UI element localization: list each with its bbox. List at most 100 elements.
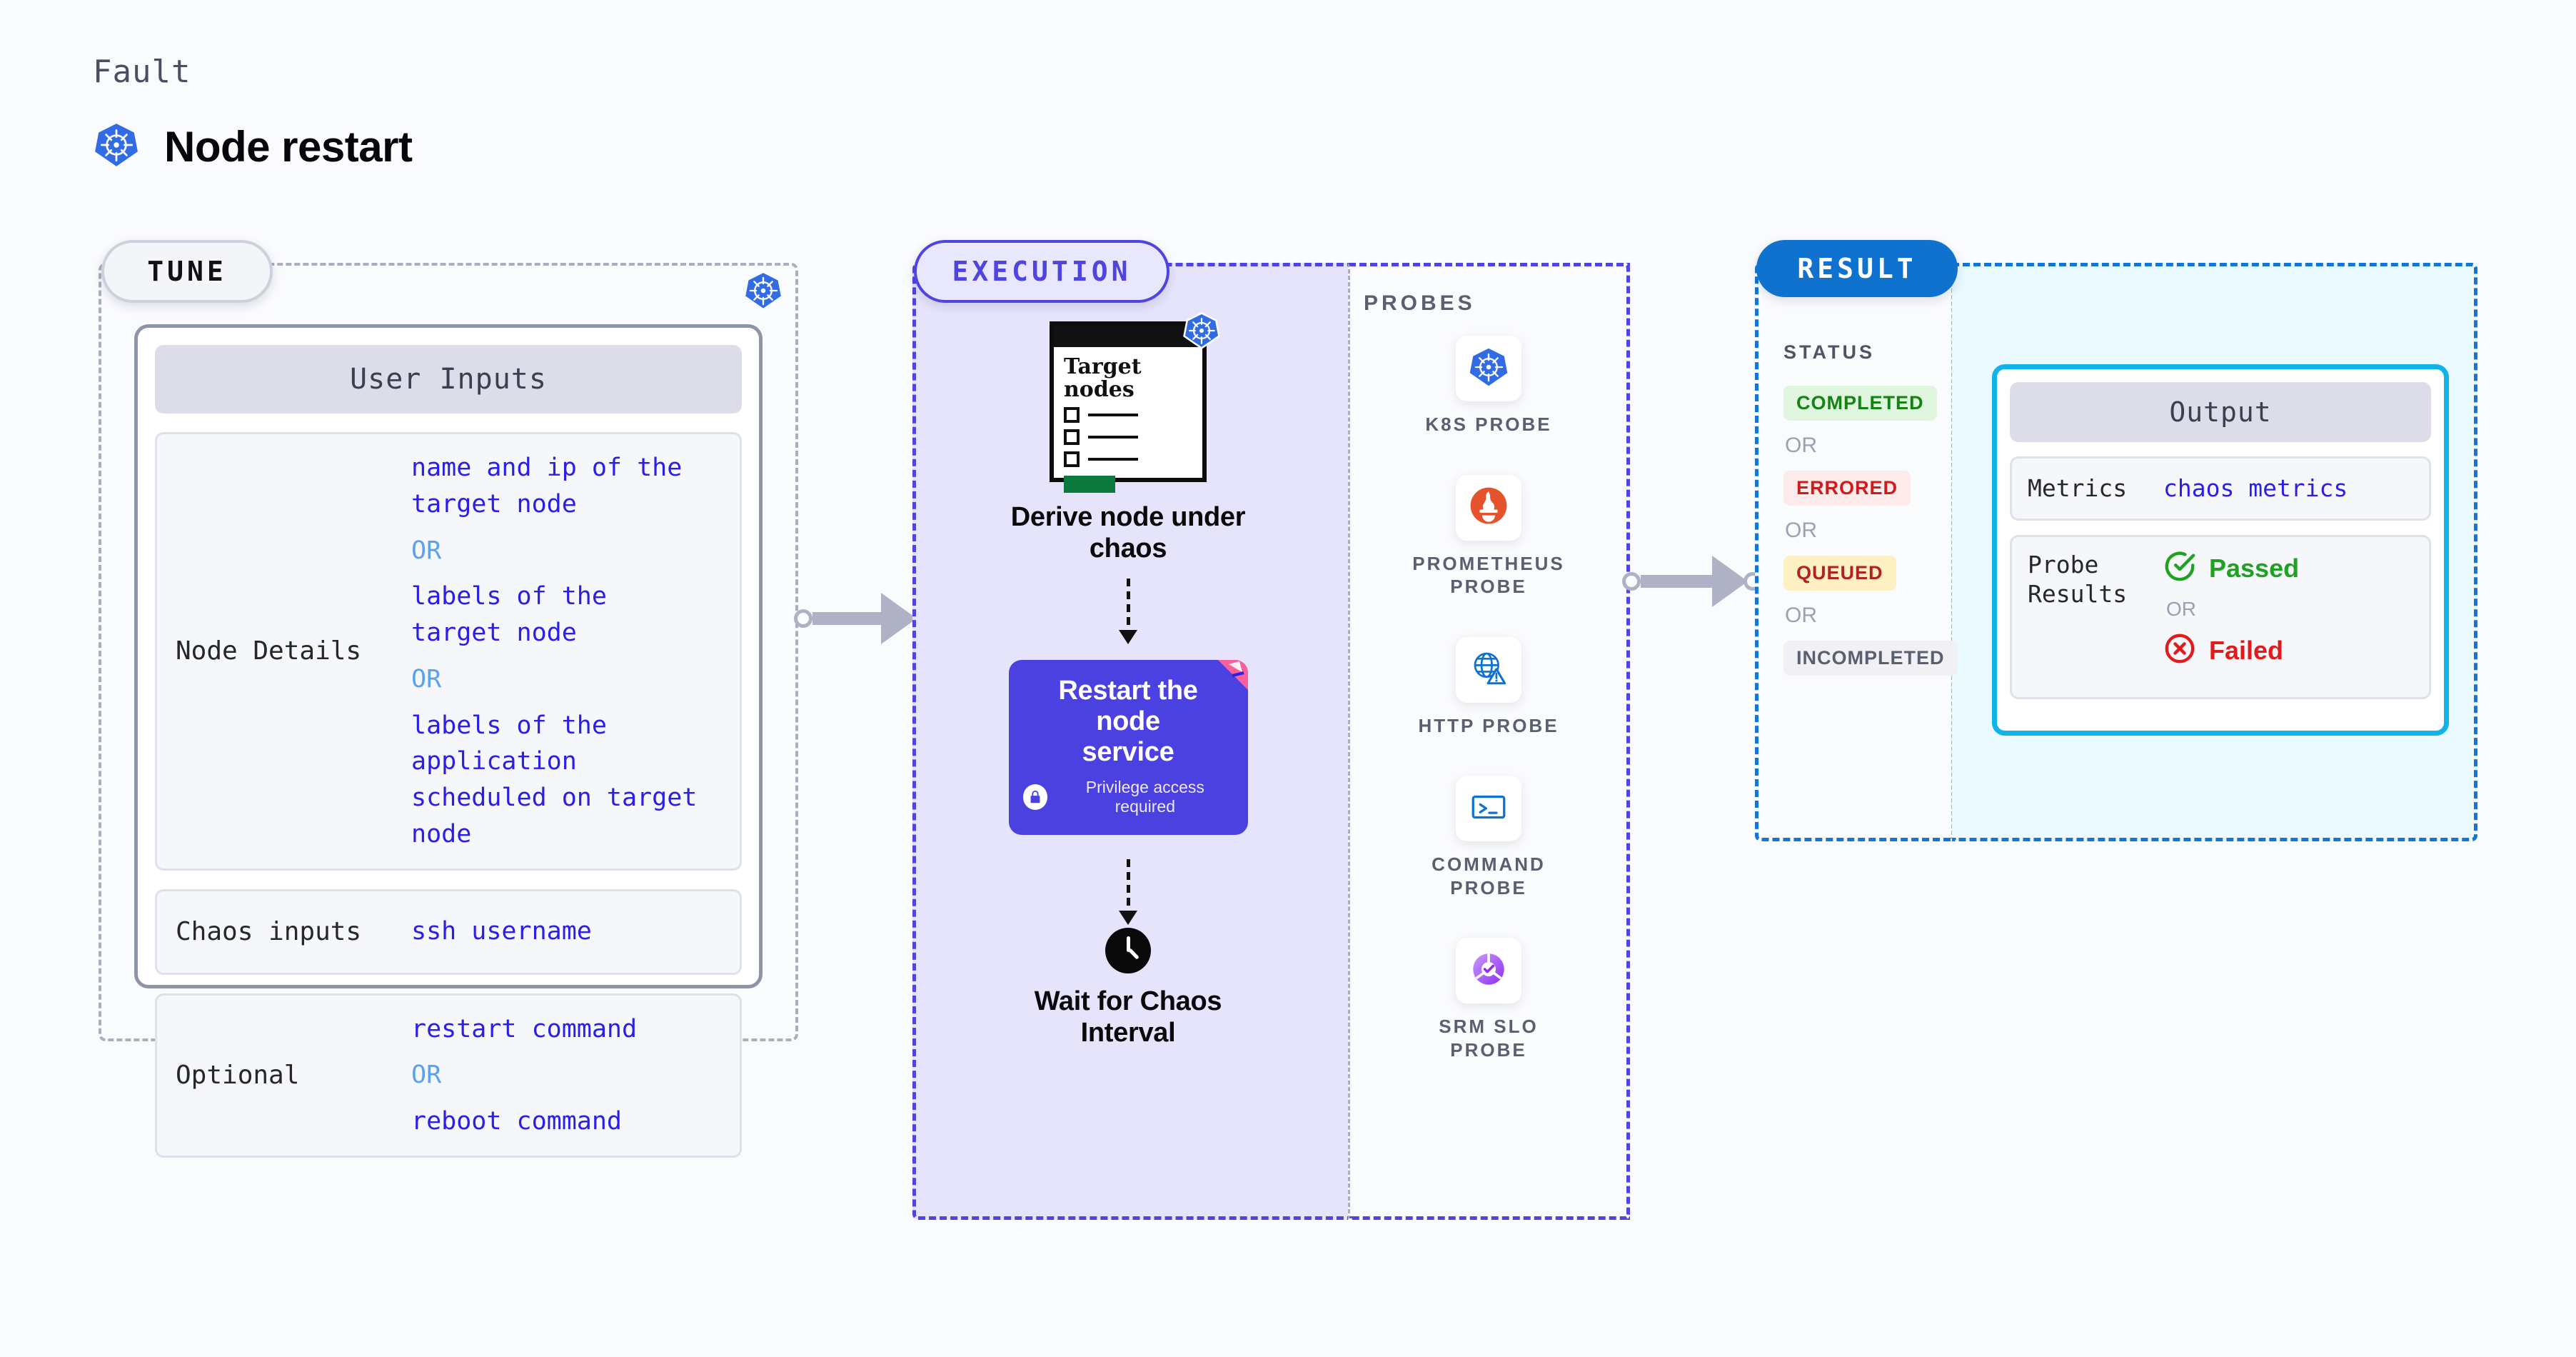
fault-title-row: Node restart [93,121,413,172]
probes-list: K8S PROBE PROMETHEUS PROBE [1378,336,1599,1061]
node-details-line3: labels of the [411,582,607,611]
card-titlebar [1054,326,1202,347]
probe-tile [1456,336,1521,401]
check-circle-icon [2163,550,2196,586]
optional-value-2: reboot command [411,1107,623,1136]
step-wait-line2: Interval [1080,1017,1176,1048]
chaos-inputs-key: Chaos inputs [176,917,362,946]
probe-tile [1456,636,1521,703]
probe-tile [1456,474,1521,541]
node-details-value: name and ip of the target node OR labels… [411,450,721,853]
metrics-value: chaos metrics [2163,474,2348,503]
x-circle-icon [2163,632,2196,669]
node-details-key: Node Details [176,636,362,666]
output-card: Output Metrics chaos metrics Probe Resul… [1992,364,2449,736]
node-details-line6: scheduled on target node [411,783,698,848]
probe-label-line1: HTTP PROBE [1418,714,1559,736]
optional-key: Optional [176,1061,300,1091]
status-badge-queued: QUEUED [1783,556,1896,591]
probe-result-or: OR [2166,598,2196,620]
kubernetes-icon [93,121,140,172]
checkbox-row [1064,429,1192,445]
probe-label-line1: COMMAND [1432,853,1546,875]
card-body: Target nodes [1054,347,1202,501]
optional-value-1: restart command [411,1014,638,1043]
step-derive-node-line1: Derive node under [1010,502,1246,532]
probes-label: PROBES [1364,291,1476,315]
connector-dot-start [794,609,812,628]
step-wait-line1: Wait for Chaos [1034,986,1222,1017]
globe-warning-icon [1468,647,1509,692]
probe-item-command[interactable]: COMMAND PROBE [1378,776,1599,899]
probe-item-k8s[interactable]: K8S PROBE [1378,336,1599,436]
checkbox-icon [1064,407,1080,423]
probe-results-value: Passed OR Failed [2163,550,2299,669]
restart-title-line1: Restart the node [1058,676,1198,737]
status-or-1: OR [1785,434,1817,457]
probe-item-srm-slo[interactable]: SRM SLO PROBE [1378,938,1599,1061]
metrics-row: Metrics chaos metrics [2010,456,2431,521]
arrow-right-icon [881,593,917,644]
checkbox-icon [1064,451,1080,467]
lock-icon [1022,784,1048,811]
probe-results-key-line2: Results [2028,580,2128,609]
probe-label: PROMETHEUS PROBE [1412,552,1564,599]
line-placeholder [1088,414,1138,416]
probe-label-line2: PROBE [1450,576,1527,597]
step-derive-node-line2: chaos [1089,533,1167,564]
probe-result-failed-label: Failed [2209,635,2284,665]
prometheus-icon [1468,485,1509,530]
status-label: STATUS [1783,341,1875,363]
probe-label: HTTP PROBE [1418,714,1559,738]
result-status-region [1755,263,1953,841]
probe-label-line2: PROBE [1450,876,1527,898]
restart-node-service-box[interactable]: Restart the node service Privilege acces… [1008,660,1248,836]
metrics-key: Metrics [2028,474,2128,503]
optional-row: Optional restart command OR reboot comma… [155,993,742,1158]
connector-bar [812,612,881,625]
probe-result-failed: Failed [2163,632,2299,669]
page-title: Node restart [164,123,413,171]
checkbox-row [1064,451,1192,467]
probe-tile [1456,938,1521,1003]
optional-or: OR [411,1061,442,1090]
target-nodes-title-line1: Target [1064,354,1142,379]
status-or-3: OR [1785,604,1817,627]
probe-label-line1: SRM SLO [1439,1016,1539,1037]
line-placeholder [1088,458,1138,461]
tune-region: User Inputs Node Details name and ip of … [99,263,798,1158]
probes-region [1348,263,1630,1220]
probe-results-row: Probe Results Passed OR [2010,535,2431,699]
node-details-row: Node Details name and ip of the target n… [155,432,742,871]
chaos-inputs-row: Chaos inputs ssh username [155,888,742,975]
execution-pill: EXECUTION [914,240,1169,303]
probe-results-key: Probe Results [2028,550,2163,609]
restart-title-line2: service [1082,737,1174,768]
privilege-note-text: Privilege access required [1085,778,1204,816]
green-bar-indicator [1064,476,1115,493]
line-placeholder [1088,436,1138,439]
status-badge-completed: COMPLETED [1783,386,1937,421]
step-wait-caption: Wait for Chaos Interval [1035,986,1222,1048]
arrow-right-icon [1712,556,1748,607]
kubernetes-icon [743,270,784,315]
target-nodes-title-line2: nodes [1064,376,1134,402]
status-badge-errored: ERRORED [1783,471,1911,506]
kubernetes-icon [1182,311,1221,354]
output-header: Output [2010,382,2431,442]
probe-item-http[interactable]: HTTP PROBE [1378,636,1599,738]
pink-ribbon-icon [1217,660,1248,691]
connector-dot-start [1622,572,1641,591]
status-list: COMPLETED OR ERRORED OR QUEUED OR INCOMP… [1783,386,1958,676]
target-nodes-card: Target nodes [1050,312,1220,493]
connector-bar [1641,575,1712,588]
probe-tile [1456,776,1521,841]
probe-item-prometheus[interactable]: PROMETHEUS PROBE [1378,474,1599,599]
tune-pill: TUNE [101,240,273,303]
node-details-line4: target node [411,619,577,647]
arrow-down-icon [1126,579,1130,642]
tune-card: User Inputs Node Details name and ip of … [134,324,763,1158]
clock-icon [1105,928,1151,974]
arrow-down-icon [1126,859,1130,923]
